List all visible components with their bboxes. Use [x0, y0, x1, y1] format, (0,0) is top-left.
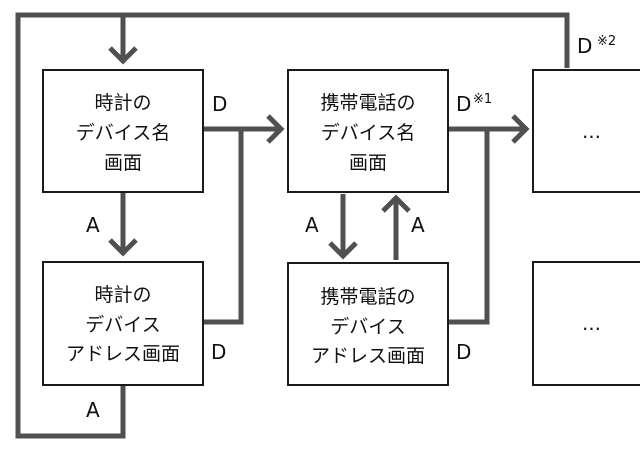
phone-name-line-3: 画面	[349, 152, 387, 174]
label-a-phone-up: A	[411, 213, 425, 237]
label-a-phone-down: A	[305, 213, 319, 237]
phone-name-box: 携帯電話の デバイス名 画面	[287, 69, 449, 193]
clock-name-line-3: 画面	[104, 152, 142, 174]
clock-name-line-2: デバイス名	[76, 122, 170, 144]
phone-name-to-address-arrowhead	[328, 241, 358, 260]
loop-into-clock-name-arrowhead	[108, 46, 138, 65]
label-a-clock-name: A	[86, 213, 100, 237]
clock-name-box: 時計の デバイス名 画面	[42, 69, 204, 193]
phone-address-line-3: アドレス画面	[311, 345, 425, 367]
label-d-phone-name: D	[456, 92, 471, 116]
phone-address-line-1: 携帯電話の	[320, 286, 415, 308]
label-d-phone-address: D	[456, 340, 471, 364]
clock-to-phone-name-arrowhead	[266, 114, 285, 144]
phone-name-line-1: 携帯電話の	[320, 92, 415, 114]
next-screen-box-bottom: …	[532, 261, 640, 386]
phone-address-to-name-arrowhead	[381, 194, 411, 213]
note-2: ※2	[597, 34, 616, 49]
clock-name-line-1: 時計の	[94, 92, 151, 114]
label-d-top-right: D	[577, 34, 592, 58]
next-screen-box-top: …	[532, 69, 640, 193]
clock-address-line-1: 時計の	[94, 284, 151, 306]
label-d-clock-address: D	[211, 340, 226, 364]
clock-address-merge-line	[203, 129, 244, 325]
phone-address-line-2: デバイス	[330, 316, 405, 338]
label-a-clock-address: A	[86, 398, 100, 422]
label-d-clock-name: D	[212, 92, 227, 116]
clock-address-line-2: デバイス	[85, 314, 160, 336]
phone-to-next-arrowhead	[511, 114, 530, 144]
next-screen-bottom-ellipsis: …	[582, 313, 601, 335]
phone-address-merge-line	[448, 129, 490, 325]
clock-address-line-3: アドレス画面	[66, 343, 180, 365]
clock-address-box: 時計の デバイス アドレス画面	[42, 261, 204, 386]
next-screen-top-ellipsis: …	[582, 121, 601, 143]
note-1: ※1	[473, 92, 492, 107]
phone-name-line-2: デバイス名	[321, 122, 415, 144]
loop-connector	[15, 12, 570, 439]
phone-address-box: 携帯電話の デバイス アドレス画面	[287, 262, 449, 386]
clock-name-to-address-arrowhead	[108, 238, 138, 257]
